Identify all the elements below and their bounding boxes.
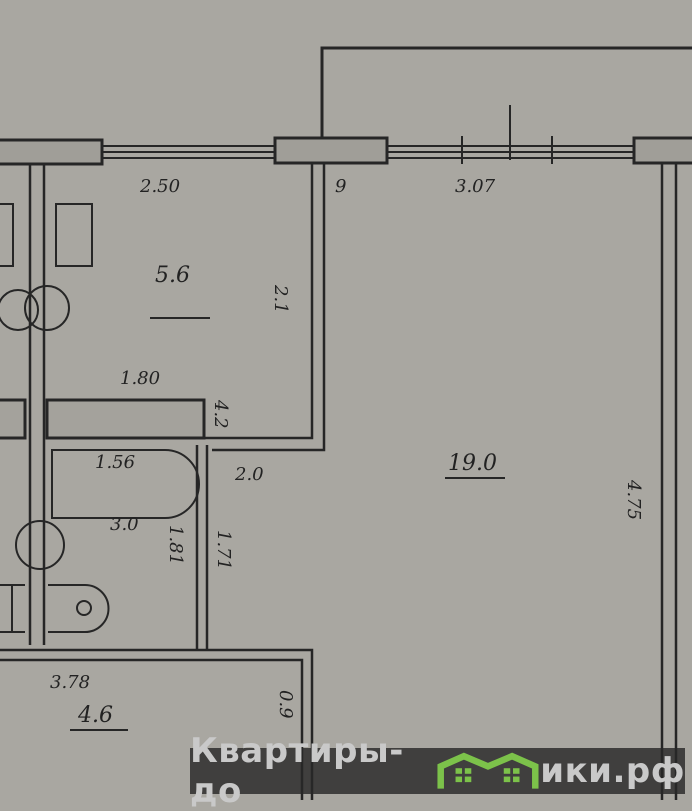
dim-kitchen-side: 2.1 <box>270 284 291 314</box>
bathtub <box>51 449 200 519</box>
dim-top-left: 2.50 <box>139 176 180 197</box>
kitchen-counter <box>45 398 206 440</box>
kitchen-wall <box>205 164 326 452</box>
dim-kitchen-bottom: 1.80 <box>120 368 160 389</box>
houses-logo-icon <box>437 752 539 789</box>
partition-wall <box>28 164 46 645</box>
dim-hall-top: 3.78 <box>50 672 90 693</box>
wall-segment <box>0 398 27 440</box>
stove <box>55 203 93 267</box>
sink <box>24 285 70 331</box>
toilet <box>48 584 110 633</box>
dim-hall-side: 0.9 <box>275 690 296 719</box>
dim-bath-top: 1.56 <box>95 452 135 473</box>
washbasin <box>15 520 65 570</box>
balcony-outline <box>320 46 692 140</box>
area-kitchen: 5.6 <box>155 263 190 288</box>
room-wall <box>660 164 678 800</box>
dim-corridor-top: 2.0 <box>234 464 264 485</box>
wall-segment <box>632 136 692 165</box>
dim-kitchen-corner: 4.2 <box>210 399 231 429</box>
bath-wall <box>195 445 209 650</box>
dim-corridor-side: 1.71 <box>213 530 234 570</box>
sink <box>0 289 39 331</box>
dim-bath-side: 1.81 <box>165 525 186 565</box>
area-bath: 3.0 <box>110 514 139 535</box>
area-room: 19.0 <box>448 451 497 476</box>
area-hall: 4.6 <box>77 703 113 728</box>
watermark-text-left: Квартиры-до <box>190 731 404 811</box>
dim-top-right: 3.07 <box>455 176 496 197</box>
dim-top-small: 9 <box>335 176 346 197</box>
dim-room-side: 4.75 <box>623 479 644 520</box>
wall-segment <box>273 136 389 165</box>
wall-segment <box>0 138 104 166</box>
stove <box>0 203 14 267</box>
watermark-text-right: ики.рф <box>540 751 685 791</box>
watermark: Квартиры-до ики.рф <box>190 731 685 811</box>
